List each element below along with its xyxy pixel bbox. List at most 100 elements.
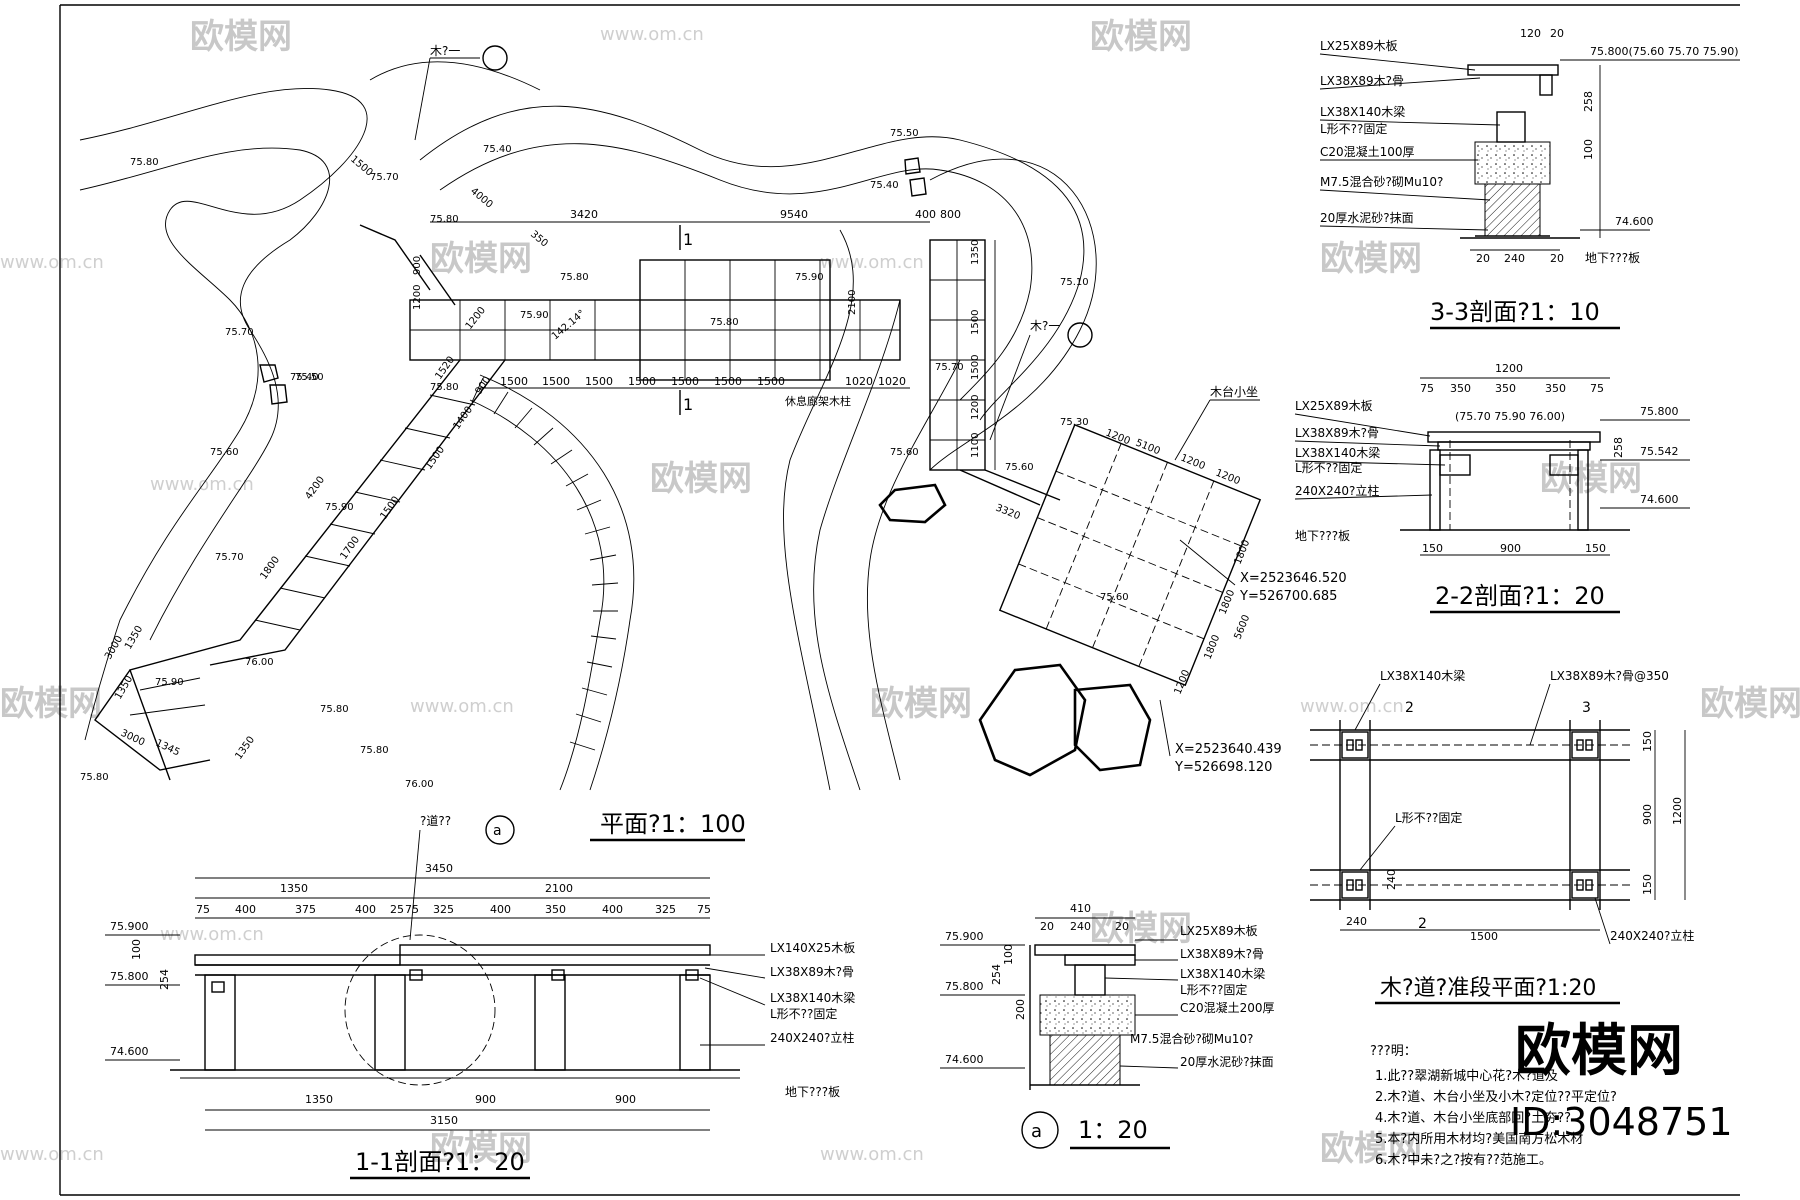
concrete-footing: [1474, 141, 1551, 185]
svg-text:75.800: 75.800: [945, 980, 984, 993]
svg-text:3150: 3150: [430, 1114, 458, 1127]
contour-line: [929, 158, 1097, 471]
svg-text:75: 75: [697, 903, 711, 916]
svg-text:75.80: 75.80: [710, 317, 739, 328]
svg-text:900: 900: [412, 256, 423, 275]
svg-text:410: 410: [1070, 902, 1091, 915]
svg-text:1020: 1020: [878, 375, 906, 388]
svg-text:200: 200: [1014, 999, 1027, 1020]
brand-logo-text: 欧模网: [1515, 1019, 1683, 1084]
svg-text:75.60: 75.60: [890, 447, 919, 458]
coordinate: X=2523640.439: [1175, 742, 1282, 757]
post-plan: [1341, 731, 1599, 899]
svg-text:LX38X140木梁: LX38X140木梁: [770, 990, 855, 1005]
svg-text:75.80: 75.80: [320, 704, 349, 715]
svg-text:C20混凝土200厚: C20混凝土200厚: [1180, 1000, 1275, 1015]
svg-text:75.900: 75.900: [110, 920, 149, 933]
post: [1429, 449, 1441, 531]
svg-text:LX25X89木板: LX25X89木板: [1180, 924, 1258, 938]
svg-text:1500: 1500: [757, 375, 785, 388]
svg-text:1020: 1020: [845, 375, 873, 388]
note-item: 6.木?中未?之?按有??范施工。: [1375, 1153, 1552, 1168]
contour-line: [783, 229, 854, 791]
svg-text:LX38X89木?骨@350: LX38X89木?骨@350: [1550, 669, 1669, 683]
svg-text:9540: 9540: [780, 208, 808, 221]
svg-text:74.600: 74.600: [945, 1053, 984, 1066]
svg-text:20: 20: [1476, 252, 1490, 265]
svg-text:1350: 1350: [233, 735, 257, 762]
svg-text:75.80: 75.80: [430, 214, 459, 225]
watermark-brand: 欧模网: [0, 684, 102, 724]
coordinate: Y=526698.120: [1174, 760, 1272, 775]
svg-text:75.70: 75.70: [935, 362, 964, 373]
pergola-deck: [409, 259, 901, 381]
standard-segment-plan: LX38X140木梁 LX38X89木?骨@350 L形不??固定 240X24…: [1310, 668, 1694, 1005]
site-plan: 3420 9540 400 800 1500 1500 1500 1500 15…: [79, 44, 1347, 842]
svg-text:350: 350: [1495, 382, 1516, 395]
svg-text:C20混凝土100厚: C20混凝土100厚: [1320, 144, 1415, 159]
svg-text:75.30: 75.30: [1060, 417, 1089, 428]
svg-text:L形不??固定: L形不??固定: [1395, 810, 1462, 825]
svg-text:1200: 1200: [412, 285, 423, 310]
svg-text:M7.5混合砂?砌Mu10?: M7.5混合砂?砌Mu10?: [1320, 174, 1443, 189]
svg-text:2: 2: [1405, 700, 1414, 716]
svg-text:258: 258: [1582, 91, 1595, 112]
svg-text:400: 400: [355, 903, 376, 916]
watermark-brand: 欧模网: [1090, 909, 1192, 949]
svg-text:75: 75: [405, 903, 419, 916]
svg-text:75.60: 75.60: [210, 447, 239, 458]
watermark-brand: 欧模网: [1090, 17, 1192, 57]
svg-text:75.10: 75.10: [1060, 277, 1089, 288]
watermark-url: www.om.cn: [150, 474, 254, 495]
deck-board: [1467, 64, 1559, 76]
svg-text:a: a: [1031, 1121, 1042, 1142]
watermark-brand: 欧模网: [650, 459, 752, 499]
svg-text:1200: 1200: [464, 305, 488, 332]
svg-text:75.70: 75.70: [370, 172, 399, 183]
plan-elevations: 75.80 75.70 75.40 75.50 75.40 75.80 75.8…: [80, 128, 1129, 790]
svg-text:75.80: 75.80: [80, 772, 109, 783]
deck-board: [1427, 431, 1601, 443]
svg-text:L形不??固定: L形不??固定: [1320, 121, 1387, 136]
svg-text:1200: 1200: [1214, 468, 1242, 488]
svg-text:75.70: 75.70: [225, 327, 254, 338]
svg-text:350: 350: [1450, 382, 1471, 395]
svg-text:400: 400: [490, 903, 511, 916]
svg-text:1350: 1350: [305, 1093, 333, 1106]
svg-text:75.80: 75.80: [560, 272, 589, 283]
svg-text:4000: 4000: [468, 186, 495, 211]
svg-text:3450: 3450: [425, 862, 453, 875]
svg-text:1350: 1350: [123, 624, 145, 652]
svg-text:76.00: 76.00: [405, 779, 434, 790]
svg-text:1500: 1500: [585, 375, 613, 388]
svg-text:75.40: 75.40: [290, 372, 319, 383]
svg-text:900: 900: [615, 1093, 636, 1106]
svg-text:1800: 1800: [1233, 538, 1253, 566]
svg-text:74.600: 74.600: [110, 1045, 149, 1058]
svg-text:1350: 1350: [280, 882, 308, 895]
beam-brackets: [211, 969, 699, 993]
watermark-url: www.om.cn: [820, 1144, 924, 1165]
detail-title: 1：20: [1078, 1116, 1148, 1144]
svg-text:75.900: 75.900: [945, 930, 984, 943]
svg-text:75.800(75.60 75.70 75.90): 75.800(75.60 75.70 75.90): [1590, 45, 1739, 58]
svg-text:75.40: 75.40: [483, 144, 512, 155]
svg-text:20: 20: [1550, 27, 1564, 40]
svg-text:L形不??固定: L形不??固定: [770, 1006, 837, 1021]
svg-text:3420: 3420: [570, 208, 598, 221]
svg-text:120: 120: [1520, 27, 1541, 40]
svg-text:142.14°: 142.14°: [550, 308, 588, 342]
svg-text:2100: 2100: [545, 882, 573, 895]
watermark-brand: 欧模网: [1320, 1129, 1422, 1169]
curved-path-edge: [479, 374, 635, 791]
design-notes: ???明： 1.此??翠湖新城中心花?木?道及 2.木?道、木台小坐及小木?定位…: [1370, 1044, 1617, 1168]
svg-text:900: 900: [1500, 542, 1521, 555]
svg-text:150: 150: [1585, 542, 1606, 555]
svg-text:a: a: [493, 823, 502, 839]
svg-text:75.90: 75.90: [325, 502, 354, 513]
detail-ref-circle: [485, 815, 515, 845]
svg-text:900: 900: [1641, 804, 1654, 825]
svg-text:258: 258: [1612, 437, 1625, 458]
watermark-brand: 欧模网: [1700, 684, 1800, 724]
svg-text:800: 800: [940, 208, 961, 221]
